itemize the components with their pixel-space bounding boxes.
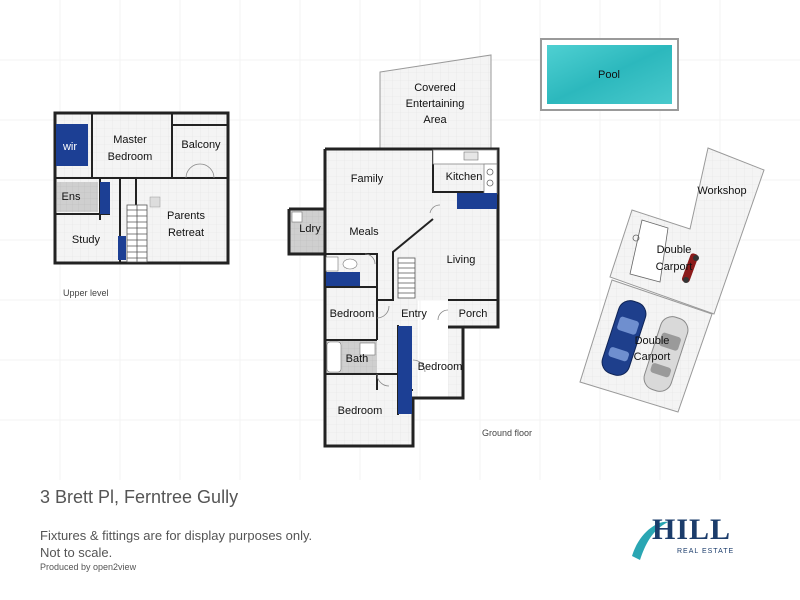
label-covered-1: Covered	[414, 82, 456, 94]
kitchen-island	[457, 193, 497, 209]
label-meals: Meals	[349, 226, 379, 238]
pool: Pool	[540, 38, 679, 111]
label-parents-retreat-2: Retreat	[168, 227, 204, 239]
label-bath: Bath	[346, 353, 369, 365]
label-ens: Ens	[62, 191, 81, 203]
label-carport-lower-1: Double	[635, 335, 670, 347]
label-carport-upper-2: Carport	[656, 261, 693, 273]
blue-car-icon	[601, 300, 647, 376]
ground-floor-plan: Covered Entertaining Area Family Kitchen…	[287, 54, 532, 448]
label-master-bedroom-1: Master	[113, 134, 147, 146]
robe-entry	[398, 326, 412, 376]
wc-vanity	[326, 272, 360, 286]
label-kitchen: Kitchen	[446, 171, 483, 183]
producer-credit: Produced by open2view	[40, 562, 137, 572]
label-carport-upper-1: Double	[657, 244, 692, 256]
label-pool: Pool	[598, 69, 620, 81]
label-ldry: Ldry	[299, 223, 321, 235]
silver-car-icon	[643, 316, 689, 392]
label-porch: Porch	[459, 308, 488, 320]
label-covered-3: Area	[423, 114, 447, 126]
label-parents-retreat-1: Parents	[167, 210, 205, 222]
label-family: Family	[351, 173, 384, 185]
label-bedroom-c: Bedroom	[338, 405, 383, 417]
label-covered-2: Entertaining	[406, 98, 465, 110]
agency-logo-text: HILL	[652, 513, 732, 546]
label-bedroom-a: Bedroom	[330, 308, 375, 320]
ensuite-vanity	[100, 182, 110, 214]
label-balcony: Balcony	[181, 139, 221, 151]
disclaimer-line-2: Not to scale.	[40, 545, 113, 560]
wir-cabinet	[56, 124, 88, 166]
agency-logo-tagline: REAL ESTATE	[677, 548, 735, 555]
label-living: Living	[447, 254, 476, 266]
label-upper-level: Upper level	[63, 288, 109, 298]
label-workshop: Workshop	[697, 185, 746, 197]
label-study: Study	[72, 234, 101, 246]
workshop-carports: Workshop Double Carport Double Carport	[579, 147, 765, 413]
label-carport-lower-2: Carport	[634, 351, 671, 363]
robe-bedroom	[398, 376, 412, 414]
label-bedroom-b: Bedroom	[418, 361, 463, 373]
hill-logo-mark	[632, 521, 668, 560]
ensuite-floor	[57, 182, 98, 212]
upper-stairs	[126, 204, 148, 263]
property-address: 3 Brett Pl, Ferntree Gully	[40, 487, 239, 507]
disclaimer-line-1: Fixtures & fittings are for display purp…	[40, 528, 313, 543]
label-wir: wir	[62, 141, 77, 153]
label-entry: Entry	[401, 308, 427, 320]
label-master-bedroom-2: Bedroom	[108, 151, 153, 163]
upper-level-plan: wir Master Bedroom Balcony Ens Parents R…	[53, 111, 230, 298]
motorbike-icon	[681, 253, 699, 283]
ground-stairs	[397, 257, 416, 299]
label-ground-floor: Ground floor	[482, 428, 532, 438]
study-desk	[118, 236, 126, 260]
